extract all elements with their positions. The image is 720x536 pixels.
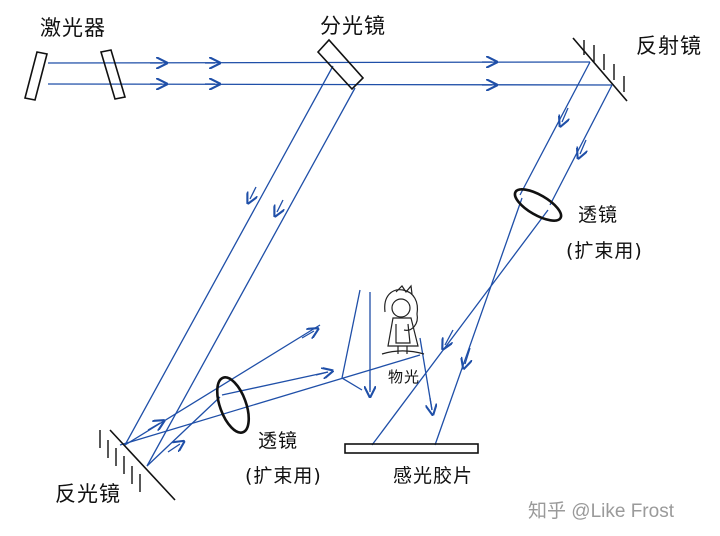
mirror-top: [572, 37, 628, 102]
arrow-object-to-film: [430, 397, 432, 410]
label-lens-left-note: (扩束用): [245, 465, 322, 487]
light-beams: [47, 61, 613, 467]
arrow-mirror-1: [562, 107, 568, 122]
beam-object-diag: [341, 289, 363, 391]
beam-mirror-down-2: [549, 84, 613, 206]
laser-rod-right: [99, 49, 127, 100]
arrow-split-1: [250, 186, 256, 199]
arrow-mirror-2: [580, 139, 586, 154]
lens-left: [215, 376, 251, 434]
object-face: [391, 298, 411, 318]
label-reflector-top: 反射镜: [636, 34, 702, 58]
arrow-lower-1: [147, 423, 160, 430]
optics: [24, 37, 628, 501]
label-film: 感光胶片: [393, 465, 474, 487]
beam-lower-up-2: [146, 396, 221, 467]
beam-ref-2: [371, 209, 549, 446]
object-figure: [381, 284, 425, 355]
arrow-lower-2: [167, 444, 180, 453]
laser-rod-left: [24, 51, 48, 101]
arrow-ref-1: [445, 329, 454, 345]
beam-split-right: [146, 87, 356, 467]
arrow-ref-2: [465, 347, 470, 364]
label-beam-splitter: 分光镜: [320, 14, 386, 38]
mirror-bottom-hatch: [99, 430, 141, 492]
film-plate: [344, 443, 479, 454]
arrow-object-1: [315, 372, 328, 375]
beam-laser-upper: [47, 61, 591, 64]
arrow-split-2: [277, 199, 283, 212]
object-dress: [387, 317, 419, 347]
object-bow: [395, 284, 413, 295]
beam-ref-1: [434, 197, 523, 446]
beam-mirror-down-1: [519, 61, 591, 196]
watermark: 知乎 @Like Frost: [528, 501, 674, 522]
beam-laser-lower: [47, 83, 613, 86]
object-apron: [395, 323, 411, 344]
mirror-bottom: [109, 429, 176, 501]
beam-split-left: [124, 65, 334, 446]
mirror-top-hatch: [583, 40, 625, 92]
lens-right: [513, 188, 563, 222]
label-reflector-bottom: 反光镜: [55, 482, 121, 506]
label-lens-right: 透镜: [578, 204, 619, 226]
object-base: [381, 350, 425, 355]
arrow-lower-3: [301, 331, 314, 338]
label-lens-right-note: (扩束用): [566, 240, 643, 262]
object-hair: [384, 289, 419, 331]
object-legs: [397, 346, 408, 354]
label-laser: 激光器: [40, 16, 106, 40]
label-object-light: 物光: [388, 368, 421, 386]
beam-splitter: [316, 38, 365, 91]
label-lens-left: 透镜: [258, 430, 299, 452]
